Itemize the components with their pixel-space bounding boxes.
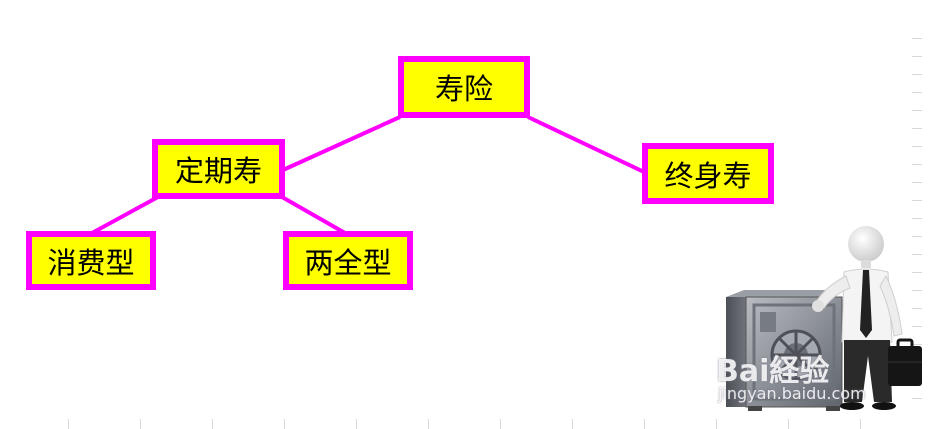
briefcase-icon bbox=[888, 338, 922, 386]
node-consumption-type: 消费型 bbox=[26, 231, 156, 290]
safe-illustration bbox=[726, 290, 843, 411]
connector-term-consume bbox=[91, 195, 159, 235]
connector-root-whole bbox=[527, 115, 645, 174]
node-term-life: 定期寿 bbox=[152, 139, 285, 199]
connector-root-term bbox=[282, 115, 401, 172]
safe-businessman-illustration bbox=[726, 226, 922, 411]
node-endowment-type: 两全型 bbox=[283, 231, 413, 290]
connector-term-endow bbox=[281, 195, 346, 235]
businessman-illustration bbox=[812, 226, 903, 410]
node-life-insurance: 寿险 bbox=[398, 56, 530, 118]
node-whole-life: 终身寿 bbox=[642, 143, 774, 204]
watermark-site: jingyan.baidu.com bbox=[718, 384, 866, 403]
baidu-jingyan-watermark: Bai経验 jingyan.baidu.com bbox=[716, 346, 926, 412]
watermark-brand: Bai経验 bbox=[716, 354, 830, 389]
